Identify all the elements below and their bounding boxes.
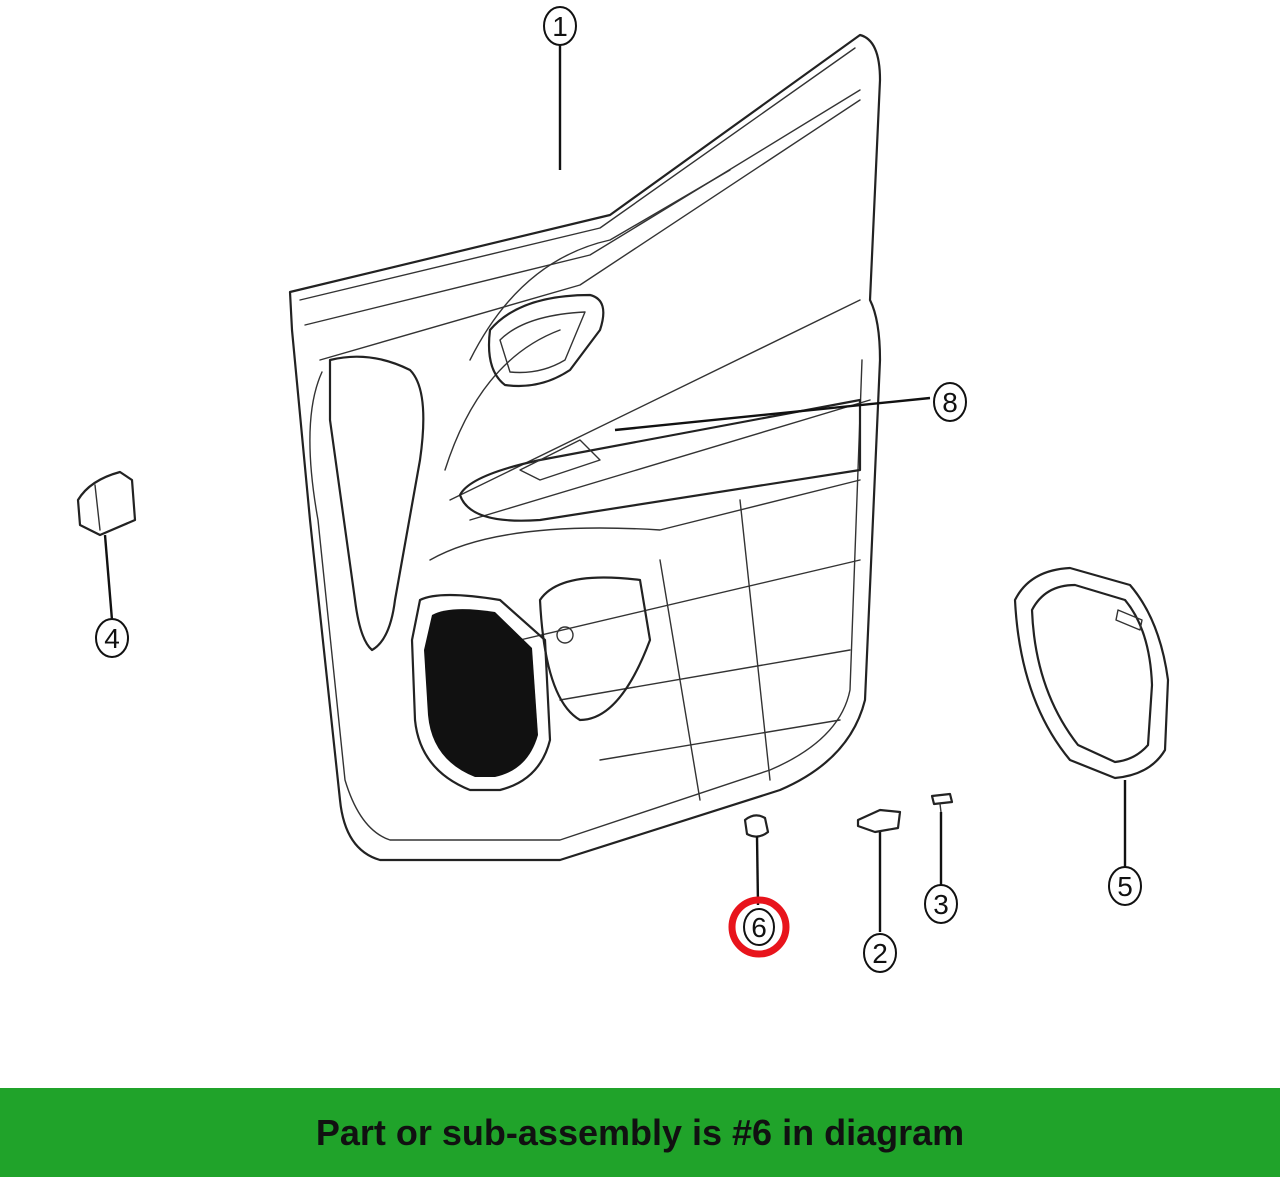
leader-lines: [103, 42, 1127, 932]
callout-8-label: 8: [942, 387, 958, 418]
highlight-ring: [728, 896, 790, 958]
callout-3-label: 3: [933, 889, 949, 920]
callout-1-label: 1: [552, 11, 568, 42]
leader-8: [614, 396, 931, 432]
callout-3: 3: [924, 884, 958, 924]
banner-text: Part or sub-assembly is #6 in diagram: [315, 1111, 965, 1153]
part-3-screw: [930, 792, 954, 813]
leader-6: [755, 835, 760, 906]
callout-8: 8: [933, 382, 967, 422]
callout-6: 6: [728, 896, 790, 958]
callout-6-label: 6: [751, 912, 767, 943]
info-banner: Part or sub-assembly is #6 in diagram: [0, 1088, 1280, 1177]
part-4-cap: [76, 470, 137, 537]
callout-5-label: 5: [1117, 871, 1133, 902]
callout-4: 4: [95, 618, 129, 658]
callout-2: 2: [863, 933, 897, 973]
part-6-push-pin: [743, 814, 770, 838]
parts-diagram: 1 2 3 4 5 6 8: [76, 6, 1170, 973]
part-5-speaker-ring: [1013, 566, 1170, 780]
callout-1: 1: [543, 6, 577, 46]
callout-5: 5: [1108, 866, 1142, 906]
callout-2-label: 2: [872, 938, 888, 969]
leader-4: [103, 534, 114, 621]
door-trim-panel: [288, 33, 882, 862]
callout-4-label: 4: [104, 623, 120, 654]
part-2-bracket: [856, 808, 902, 834]
